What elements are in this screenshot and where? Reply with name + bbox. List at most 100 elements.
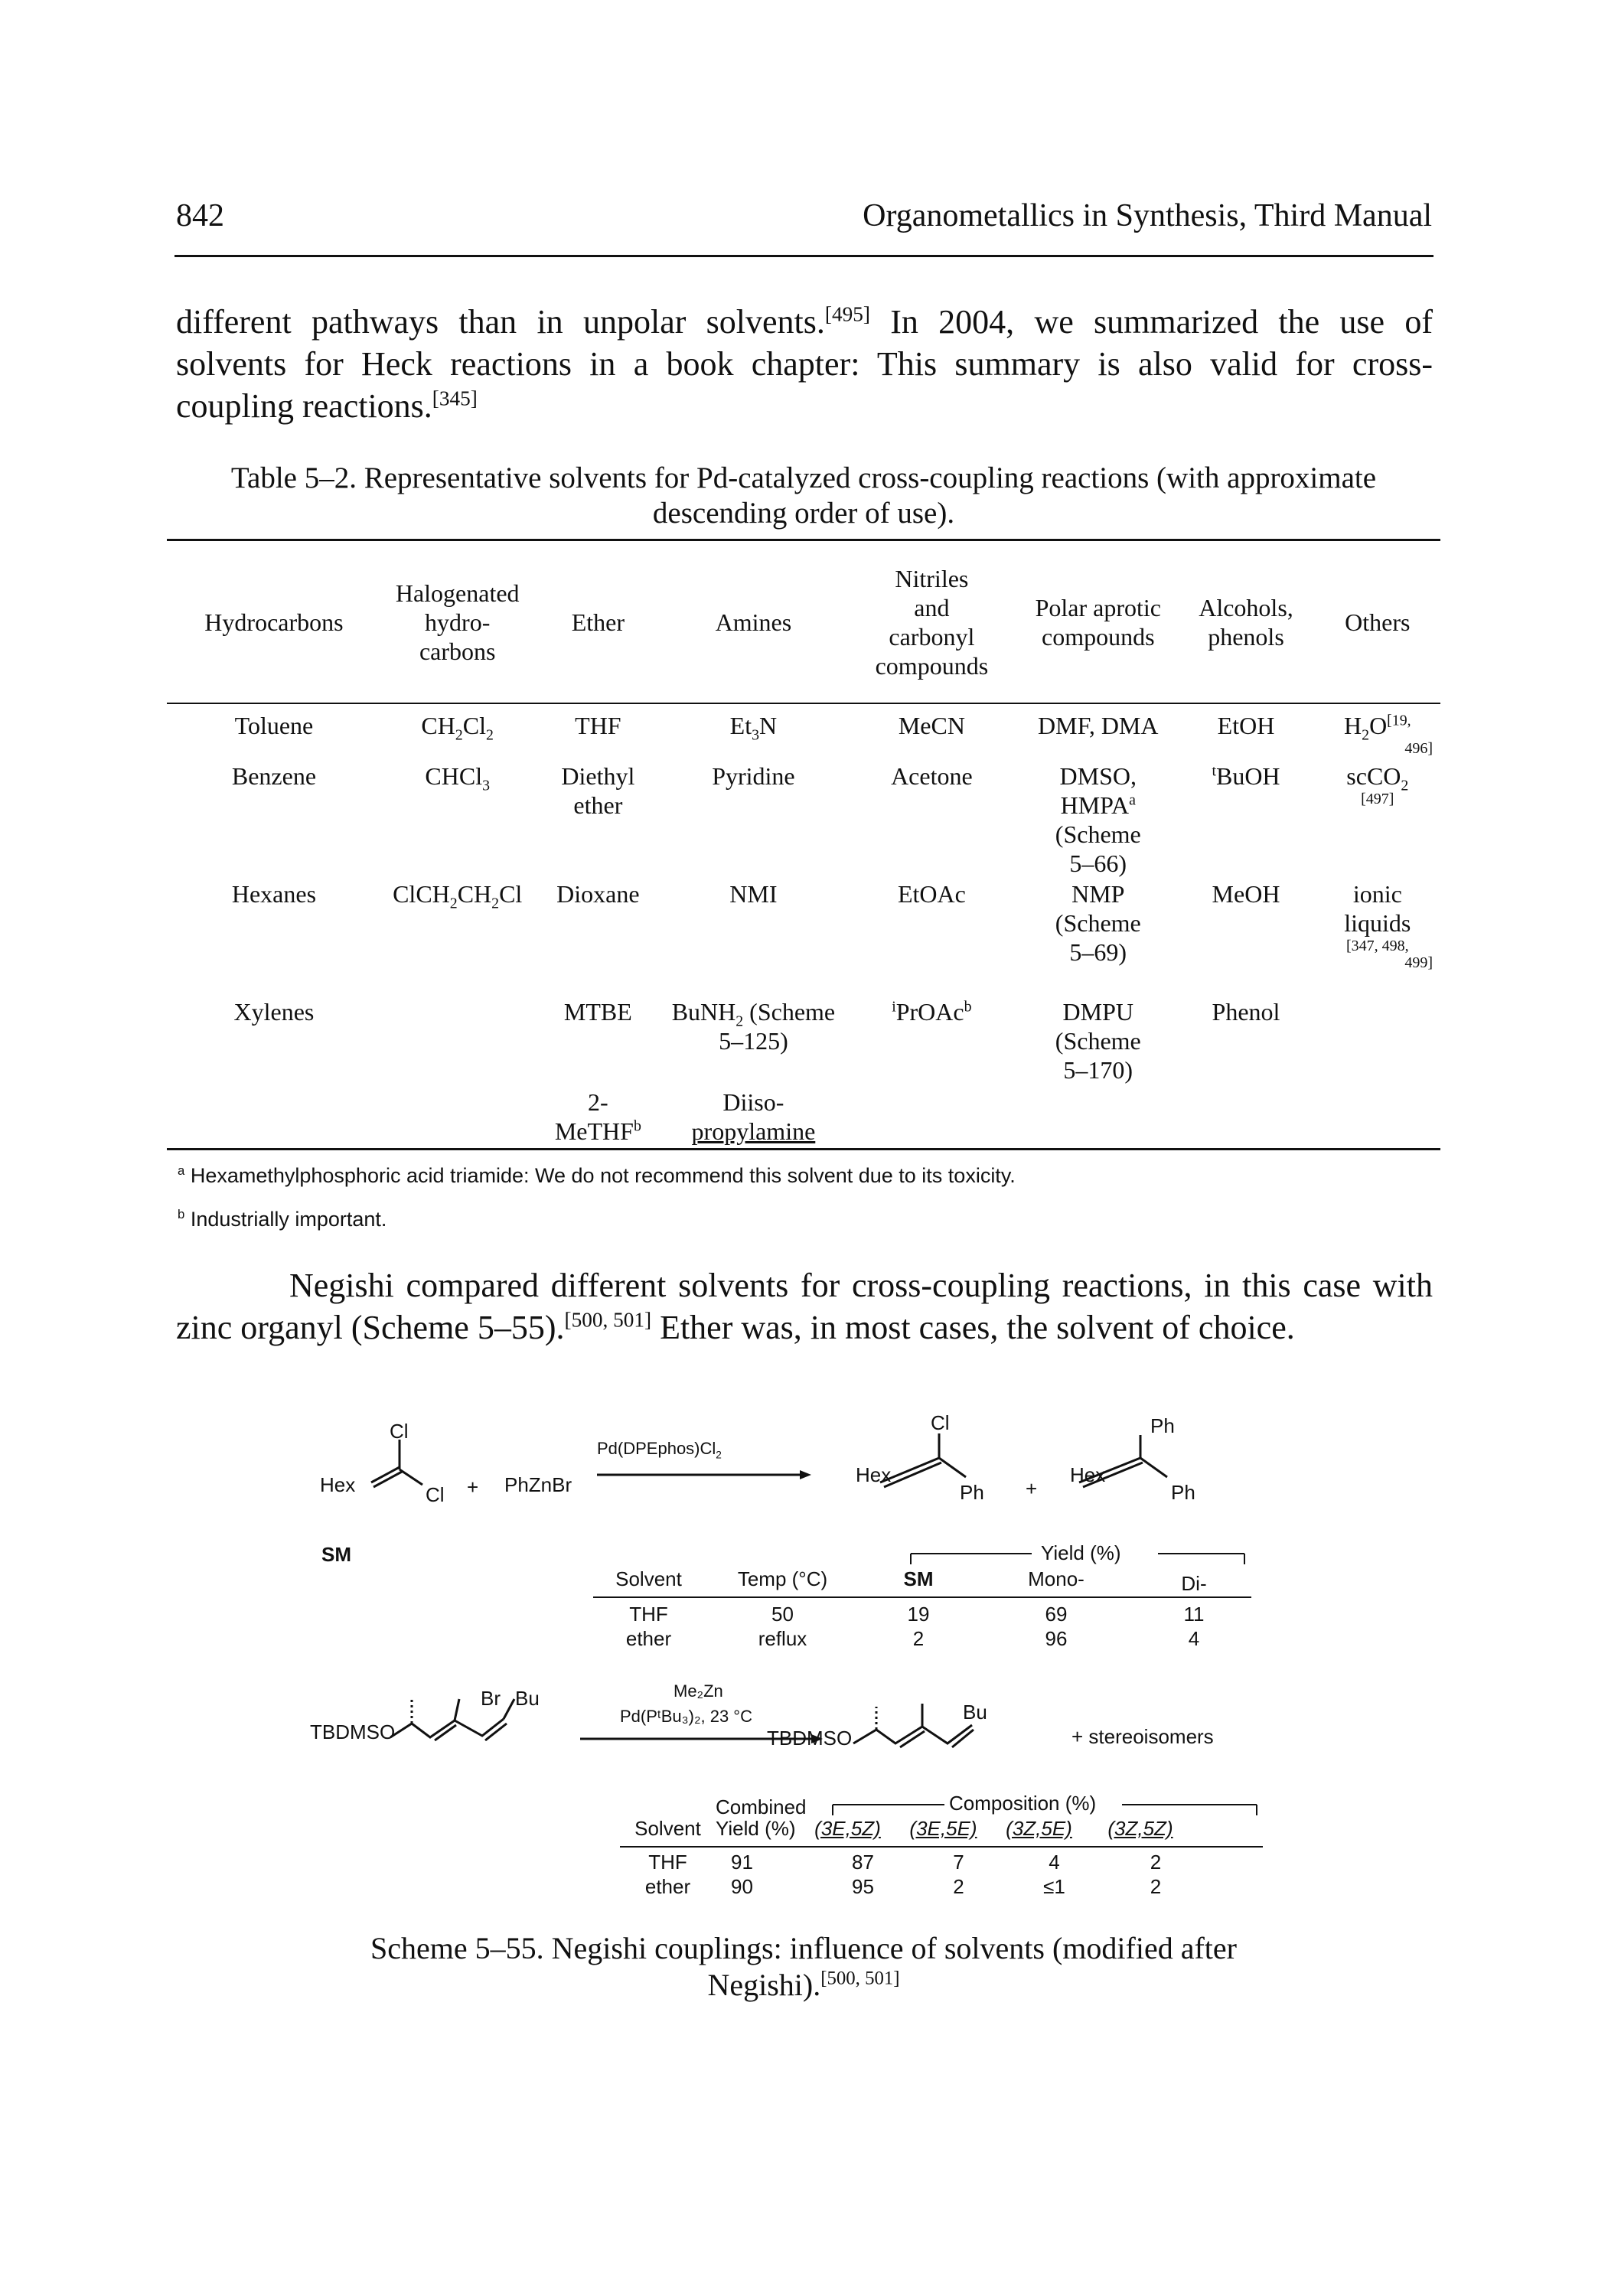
cell: 96 — [1045, 1627, 1068, 1650]
cell: Xylenes — [233, 998, 315, 1026]
table-row: THF 50 19 69 11 — [593, 1603, 1251, 1627]
col-header: (3E,5Z) — [814, 1817, 881, 1840]
negishi-paragraph: Negishi compared different solvents for … — [176, 1264, 1433, 1349]
footnote-a: a Hexamethylphosphoric acid triamide: We… — [178, 1163, 1016, 1187]
cell: scCO2[497] — [1346, 762, 1409, 807]
cell: Diiso- propylamine — [691, 1088, 816, 1145]
intro-line-1: different pathways than in unpolar solve… — [176, 302, 1433, 341]
cell: DMF, DMA — [1038, 712, 1159, 739]
col-header: Yield (%) — [716, 1817, 796, 1840]
cell — [1177, 1088, 1314, 1146]
yield-table-1: Solvent Temp (°C) SM Mono- Di- THF 50 19… — [593, 1567, 1251, 1652]
cell: 2 — [953, 1875, 964, 1898]
cell: BuNH2 (Scheme 5–125) — [671, 998, 836, 1055]
reaction-2-drawing — [390, 1698, 974, 1749]
negishi-line-1: Negishi compared different solvents for … — [289, 1267, 1433, 1304]
col-header: (3Z,5Z) — [1107, 1817, 1173, 1840]
cell: Phenol — [1212, 998, 1280, 1026]
table-row: Benzene CHCl3 Diethyl ether Pyridine Ace… — [167, 762, 1440, 879]
prod2-tbdmso: TBDMSO — [767, 1727, 853, 1750]
table-caption-line-2: descending order of use). — [652, 497, 955, 530]
table-row: Xylenes MTBE BuNH2 (Scheme 5–125) iPrOAc… — [167, 997, 1440, 1088]
sm-label: SM — [321, 1543, 351, 1566]
yield-table-1-rule — [593, 1596, 1251, 1598]
reaction-1-drawing — [370, 1433, 1168, 1489]
solvent-table: Hydrocarbons Halogenated hydro- carbons … — [167, 543, 1440, 1146]
cell — [381, 1088, 534, 1146]
yield-bracket — [910, 1553, 1245, 1564]
header-rule — [174, 255, 1434, 257]
stereoisomers-label: + stereoisomers — [1071, 1725, 1214, 1748]
sm2-tbdmso: TBDMSO — [310, 1720, 396, 1743]
cell: CHCl3 — [425, 762, 490, 794]
composition-header: Composition (%) — [949, 1792, 1097, 1815]
di-ph-bottom: Ph — [1171, 1481, 1195, 1504]
plus-sign: + — [467, 1476, 479, 1499]
sm2-bu: Bu — [515, 1687, 540, 1710]
cell: DMSO, HMPAa (Scheme 5–66) — [1055, 762, 1141, 877]
scheme-caption-line-2: Negishi).[500, 501] — [707, 1968, 900, 2002]
cell: 2 — [1150, 1851, 1162, 1874]
catalyst-2: Pd(PᵗBu₃)₂, 23 °C — [620, 1707, 752, 1726]
cell: 7 — [953, 1851, 964, 1874]
col-header: Solvent — [615, 1567, 682, 1590]
sm2-br: Br — [481, 1687, 501, 1710]
di-ph-top: Ph — [1150, 1414, 1175, 1437]
table-row: 2- MeTHFb Diiso- propylamine — [167, 1088, 1440, 1146]
cell — [845, 1088, 1019, 1146]
cell: ether — [644, 1875, 691, 1898]
scheme-caption: Scheme 5–55. Negishi couplings: influenc… — [291, 1930, 1316, 2004]
sm-hex: Hex — [320, 1473, 356, 1496]
page-number: 842 — [176, 198, 224, 233]
col-header: SM — [903, 1567, 934, 1590]
cell: iPrOAcb — [892, 998, 972, 1026]
table-row: Hexanes ClCH2CH2Cl Dioxane NMI EtOAc NMP… — [167, 879, 1440, 997]
cell — [1315, 997, 1440, 1088]
header-ether: Ether — [571, 608, 625, 636]
catalyst-label: Pd(DPEphos)Cl2 — [597, 1439, 722, 1461]
cell: 4 — [1188, 1627, 1200, 1650]
cell: ionic liquids [347, 498, 499] — [1344, 880, 1433, 971]
running-title: Organometallics in Synthesis, Third Manu… — [863, 198, 1432, 233]
negishi-line-2: zinc organyl (Scheme 5–55).[500, 501] Et… — [176, 1308, 1295, 1346]
cell — [167, 1088, 381, 1146]
header-polar: Polar aprotic compounds — [1035, 593, 1161, 651]
col-header: Temp (°C) — [737, 1567, 828, 1590]
cell: 4 — [1049, 1851, 1060, 1874]
cell: EtOH — [1217, 712, 1275, 739]
table-caption-line-1: Table 5–2. Representative solvents for P… — [230, 461, 1377, 494]
composition-table: Solvent Yield (%) (3E,5Z) (3E,5E) (3Z,5E… — [620, 1817, 1270, 1900]
cell: 95 — [852, 1875, 874, 1898]
intro-line-3: coupling reactions.[345] — [176, 386, 478, 425]
footnote-b: b Industrially important. — [178, 1207, 387, 1231]
cell: 2- MeTHFb — [554, 1088, 641, 1145]
di-hex: Hex — [1070, 1463, 1106, 1486]
cell: reflux — [758, 1627, 807, 1650]
cell: H2O[19,496] — [1344, 712, 1433, 757]
cell: Dioxane — [556, 880, 640, 908]
cell: Toluene — [234, 712, 314, 739]
composition-bracket — [832, 1804, 1257, 1815]
table-row: ether 90 95 2 ≤1 2 — [620, 1875, 1270, 1900]
header-amines: Amines — [715, 608, 792, 636]
cell — [1019, 1088, 1177, 1146]
prod2-bu: Bu — [963, 1701, 987, 1724]
cell: MTBE — [563, 998, 632, 1026]
col-header: (3E,5E) — [909, 1817, 977, 1840]
header-hydrocarbons: Hydrocarbons — [204, 608, 344, 636]
cell: NMP (Scheme 5–69) — [1055, 880, 1141, 966]
yield-header: Yield (%) — [1041, 1541, 1121, 1564]
intro-line-2: solvents for Heck reactions in a book ch… — [176, 345, 1433, 383]
cell: DMPU (Scheme 5–170) — [1055, 998, 1141, 1084]
cell: THF — [629, 1603, 668, 1626]
table-row: THF 91 87 7 4 2 — [620, 1851, 1270, 1875]
cell: NMI — [729, 880, 778, 908]
cell — [1315, 1088, 1440, 1146]
table-row: ether reflux 2 96 4 — [593, 1627, 1251, 1652]
cell: 2 — [912, 1627, 925, 1650]
cell: 90 — [731, 1875, 753, 1898]
cell: Hexanes — [231, 880, 317, 908]
cell: Pyridine — [712, 762, 795, 790]
col-header: Solvent — [634, 1817, 701, 1840]
cell: Acetone — [891, 762, 973, 790]
